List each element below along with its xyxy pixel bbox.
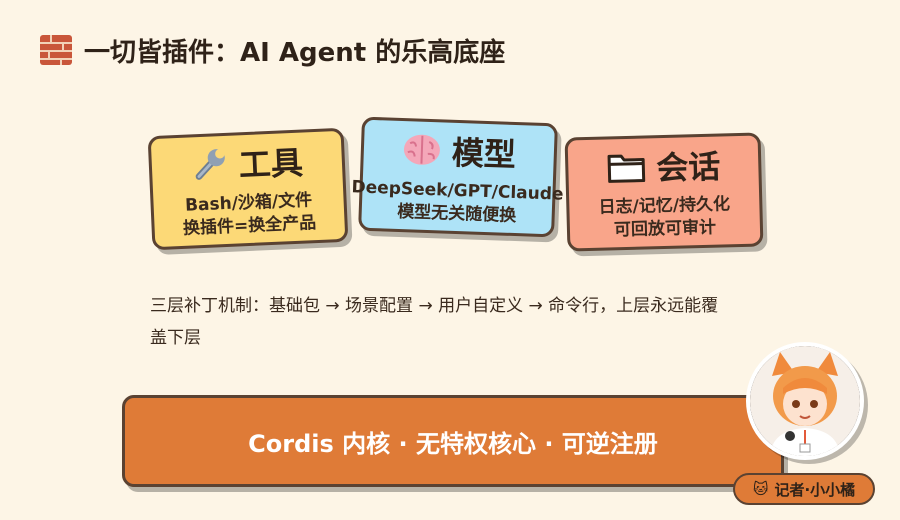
card-session-line-1: 日志/记忆/持久化 <box>598 194 731 218</box>
patch-mechanism-note: 三层补丁机制：基础包 → 场景配置 → 用户自定义 → 命令行，上层永远能覆盖下… <box>150 296 719 348</box>
card-session: 会话 日志/记忆/持久化 可回放可审计 <box>564 132 764 252</box>
avatar-illustration <box>750 346 860 456</box>
reporter-name: 记者·小小橘 <box>774 480 856 499</box>
folder-icon <box>607 154 646 183</box>
card-tools-line-2: 换插件=换全产品 <box>182 213 317 239</box>
brain-icon <box>403 134 440 165</box>
card-model-title: 模型 <box>401 126 517 176</box>
brick-icon <box>40 35 72 65</box>
card-session-line-2: 可回放可审计 <box>613 217 717 241</box>
card-session-title: 会话 <box>606 142 721 191</box>
avatar <box>746 342 864 460</box>
card-tools: 工具 Bash/沙箱/文件 换插件=换全产品 <box>147 127 349 251</box>
page-title: 一切皆插件：AI Agent 的乐高底座 <box>40 30 505 70</box>
card-tools-title: 工具 <box>190 138 304 189</box>
wrench-icon <box>195 148 225 180</box>
kernel-bar: Cordis 内核 · 无特权核心 · 可逆注册 <box>122 395 784 487</box>
reporter-badge: 🐱 记者·小小橘 <box>733 473 875 505</box>
cat-icon: 🐱 <box>752 480 769 498</box>
page-title-text: 一切皆插件：AI Agent 的乐高底座 <box>84 37 506 68</box>
card-model-line-2: 模型无关随便换 <box>396 201 517 227</box>
card-model: 模型 DeepSeek/GPT/Claude 模型无关随便换 <box>351 116 564 238</box>
